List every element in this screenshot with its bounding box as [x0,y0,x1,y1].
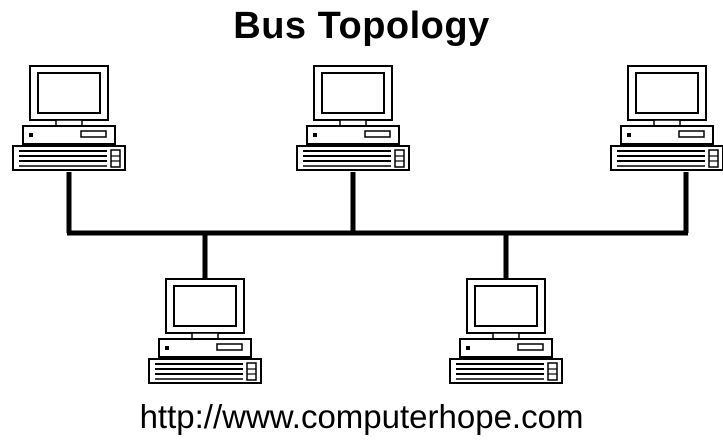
computer-top-left-icon [12,65,126,171]
source-url-caption: http://www.computerhope.com [139,398,584,435]
computer-bottom-right-icon [449,278,563,384]
computer-top-center-icon [296,65,410,171]
computer-top-right-icon [610,65,723,171]
diagram-title: Bus Topology [233,5,490,47]
computer-bottom-left-icon [148,278,262,384]
